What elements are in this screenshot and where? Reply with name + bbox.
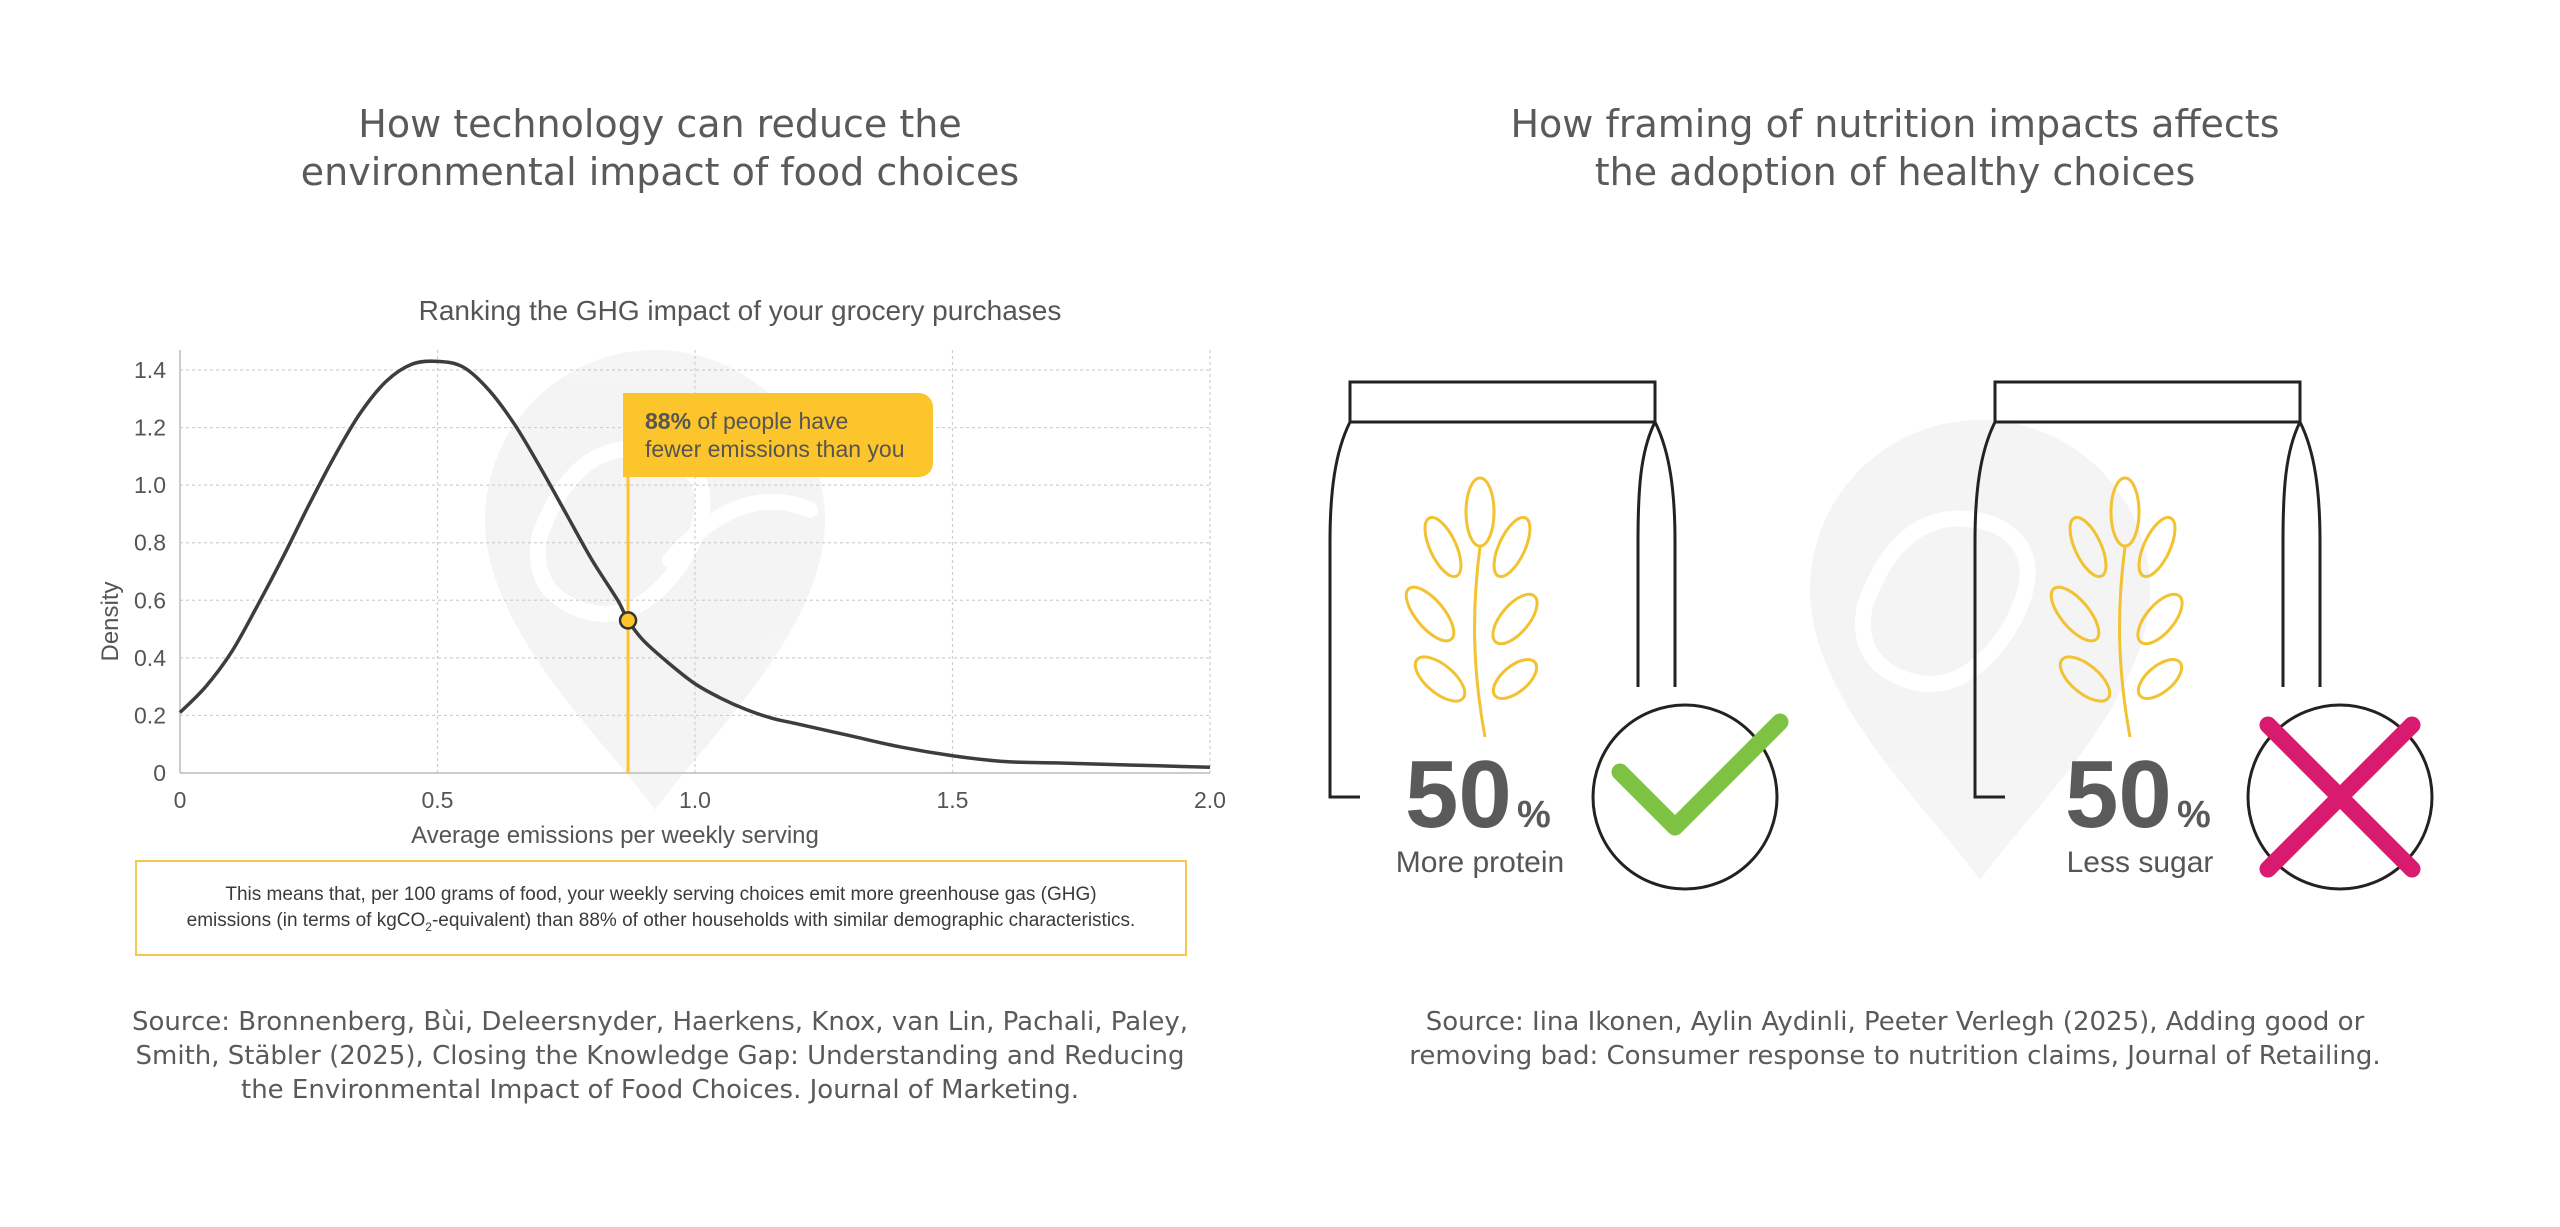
left-panel-title: How technology can reduce the environmen… xyxy=(110,100,1210,196)
explanation-line-1: This means that, per 100 grams of food, … xyxy=(225,884,1097,905)
protein-bag: 50 % More protein xyxy=(1328,380,1789,891)
left-source-line-3: the Environmental Impact of Food Choices… xyxy=(241,1075,1079,1105)
left-source-citation: Source: Bronnenberg, Bùi, Deleersnyder, … xyxy=(110,1005,1210,1107)
density-curve xyxy=(178,359,1211,769)
chart-grid xyxy=(180,350,1211,773)
y-tick-label: 1.0 xyxy=(134,472,166,498)
co2-subscript: 2 xyxy=(425,919,432,934)
chart-axes xyxy=(179,350,1210,774)
x-tick-label: 0 xyxy=(174,787,187,813)
watermark-logo-right xyxy=(1810,420,2150,880)
claim-label: More protein xyxy=(1396,846,1564,879)
y-axis-label: Density xyxy=(97,581,124,661)
chart-ticks: 0 0.2 0.4 0.6 0.8 1.0 1.2 1.4 0 0.5 1.0 1.5 2.0 xyxy=(134,357,1226,813)
y-tick-label: 0.6 xyxy=(134,587,166,613)
right-source-line-2: removing bad: Consumer response to nutri… xyxy=(1409,1041,2381,1071)
callout-percent: 88% xyxy=(645,408,692,434)
explanation-line-2-end: -equivalent) than 88% of other household… xyxy=(431,910,1136,931)
callout-line-2: fewer emissions than you xyxy=(645,436,905,462)
right-source-citation: Source: Iina Ikonen, Aylin Aydinli, Peet… xyxy=(1345,1005,2445,1073)
claim-label: Less sugar xyxy=(2067,846,2214,879)
nutrition-claims-illustration: 50 % More protein 50 % Less sugar xyxy=(1328,380,2434,891)
claim-percent-sign: % xyxy=(1517,794,1551,836)
percentile-callout: 88% of people have fewer emissions than … xyxy=(623,393,933,477)
check-icon xyxy=(1591,703,1789,891)
wheat-icon xyxy=(2049,476,2184,738)
x-axis-label: Average emissions per weekly serving xyxy=(411,822,819,849)
wheat-icon xyxy=(1404,476,1539,738)
y-tick-label: 0.4 xyxy=(134,645,166,671)
callout-line-1-rest: of people have xyxy=(691,408,849,434)
explanation-box: This means that, per 100 grams of food, … xyxy=(135,860,1187,956)
left-title-line-2: environmental impact of food choices xyxy=(300,150,1020,194)
left-title-line-1: How technology can reduce the xyxy=(358,102,962,146)
right-title-line-2: the adoption of healthy choices xyxy=(1594,150,2196,194)
cross-icon xyxy=(2246,703,2434,891)
y-tick-label: 0.8 xyxy=(134,530,166,556)
right-panel-title: How framing of nutrition impacts affects… xyxy=(1345,100,2445,196)
claim-percent-sign: % xyxy=(2177,794,2211,836)
explanation-line-2-start: emissions (in terms of kgCO xyxy=(186,910,426,931)
y-tick-label: 0 xyxy=(153,760,166,786)
y-tick-label: 1.2 xyxy=(134,415,166,441)
sugar-bag: 50 % Less sugar xyxy=(1973,380,2434,891)
x-tick-label: 1.0 xyxy=(679,787,711,813)
y-tick-label: 0.2 xyxy=(134,702,166,728)
x-tick-label: 2.0 xyxy=(1194,787,1226,813)
left-source-line-2: Smith, Stäbler (2025), Closing the Knowl… xyxy=(135,1041,1185,1071)
claim-number: 50 xyxy=(1405,741,1512,848)
bag-outline xyxy=(1973,380,2322,799)
right-source-line-1: Source: Iina Ikonen, Aylin Aydinli, Peet… xyxy=(1425,1007,2365,1037)
left-source-line-1: Source: Bronnenberg, Bùi, Deleersnyder, … xyxy=(131,1007,1189,1037)
callout-line-1: 88% of people have xyxy=(645,407,933,435)
y-tick-label: 1.4 xyxy=(134,357,166,383)
ghg-density-chart: Ranking the GHG impact of your grocery p… xyxy=(97,295,1226,849)
user-position-marker xyxy=(618,611,638,630)
right-title-line-1: How framing of nutrition impacts affects xyxy=(1510,102,2280,146)
chart-title: Ranking the GHG impact of your grocery p… xyxy=(419,295,1062,326)
x-tick-label: 0.5 xyxy=(422,787,454,813)
explanation-line-2: emissions (in terms of kgCO2-equivalent)… xyxy=(137,908,1185,940)
x-tick-label: 1.5 xyxy=(937,787,969,813)
bag-outline xyxy=(1328,380,1677,799)
claim-number: 50 xyxy=(2065,741,2172,848)
